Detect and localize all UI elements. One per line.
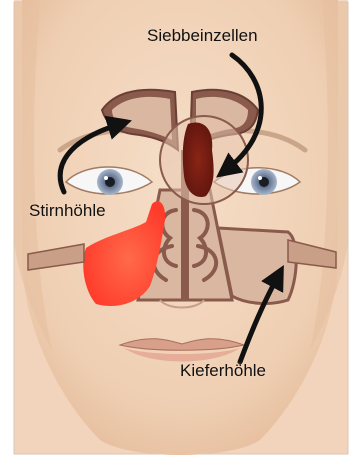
ethmoid-inflamed <box>183 122 214 197</box>
label-maxillary-sinus: Kieferhöhle <box>180 361 266 381</box>
maxillary-sinus-right <box>218 228 296 303</box>
label-frontal-sinus: Stirnhöhle <box>29 201 106 221</box>
label-ethmoid-cells: Siebbeinzellen <box>147 26 258 46</box>
